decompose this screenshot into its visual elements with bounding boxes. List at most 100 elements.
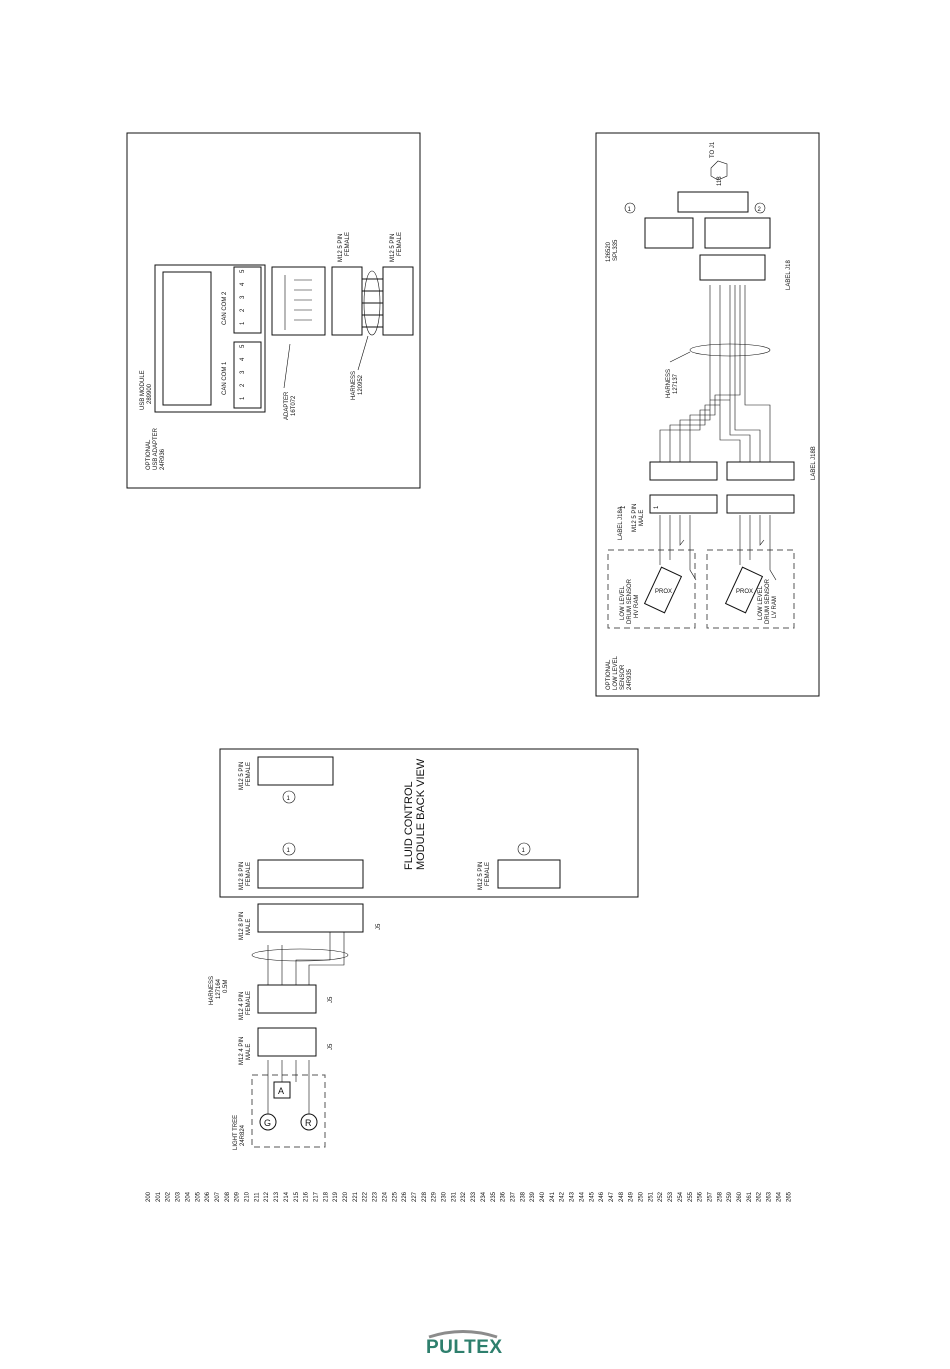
line-number: 235 (491, 1191, 497, 1202)
line-number: 264 (776, 1191, 782, 1202)
line-number: 257 (707, 1191, 713, 1202)
callout-118-text: 118 (717, 176, 723, 186)
hv-prox-sensor (643, 566, 683, 614)
fluid-callout-c (517, 842, 531, 856)
line-number: 251 (648, 1191, 654, 1202)
fluid-m12-5-female (257, 756, 334, 786)
line-number: 260 (737, 1191, 743, 1202)
adapter-connector (271, 266, 326, 336)
fluid-m12-8-female (257, 859, 364, 889)
line-number: 209 (235, 1191, 241, 1202)
light-tree-box (251, 1074, 326, 1148)
callout-2-text: 2 (758, 207, 762, 213)
sensor-harness-label: HARNESS (666, 369, 672, 398)
callout-118 (710, 160, 728, 181)
pin: 5 (240, 344, 246, 348)
lt-harness-part: 127164 (216, 978, 222, 999)
line-number: 246 (599, 1191, 605, 1202)
line-number: 238 (520, 1191, 526, 1202)
usb-optional-line2: USB ADAPTER (153, 427, 159, 470)
line-number: 230 (442, 1191, 448, 1202)
label-j18a: LABEL J18A (618, 506, 624, 540)
line-number: 217 (313, 1191, 319, 1202)
m12-female-a-type: FEMALE (345, 232, 351, 256)
line-number: 214 (284, 1191, 290, 1202)
hv-sensor-line1: LOW LEVEL (620, 585, 626, 620)
line-number: 226 (402, 1191, 408, 1202)
hv-sensor-line2: DRUM SENSOR (627, 578, 633, 624)
lv-prox-text: PROX (736, 589, 753, 595)
line-number: 203 (176, 1191, 182, 1202)
pin: 1 (240, 396, 246, 400)
line-number: 215 (294, 1191, 300, 1202)
m12-male-type: MALE (639, 510, 645, 526)
m12-male-label: M12 5 PIN (632, 504, 638, 532)
fluid-callout-a-text: 1 (287, 796, 291, 802)
fluid-callout-a (282, 790, 296, 804)
sensor-harness-part: 127137 (673, 373, 679, 394)
logo-arc (428, 1330, 498, 1339)
line-number: 228 (422, 1191, 428, 1202)
callout-1 (624, 202, 636, 214)
m12-4-female-type: FEMALE (246, 991, 252, 1015)
line-number: 204 (185, 1191, 191, 1202)
line-number: 208 (225, 1191, 231, 1202)
pin: 3 (240, 295, 246, 299)
line-number: 232 (461, 1191, 467, 1202)
line-number: 224 (382, 1191, 388, 1202)
line-number: 248 (619, 1191, 625, 1202)
sensor-optional-line3: SENSOR (620, 664, 626, 690)
line-number: 261 (747, 1191, 753, 1202)
lv-prox-sensor (724, 566, 764, 614)
callout-2 (754, 202, 766, 214)
sensor-harness-ellipse (689, 343, 771, 357)
label-j18: LABEL J18 (786, 260, 792, 290)
fluid-8f-label: M12 8 PIN (239, 862, 245, 890)
line-number: 242 (560, 1191, 566, 1202)
lv-sensor-box (706, 549, 795, 629)
hv-sensor-box (607, 549, 696, 629)
lv-sensor-line3: LV RAM (772, 596, 778, 618)
line-number: 219 (333, 1191, 339, 1202)
hv-male-connector (649, 494, 718, 514)
sensor-optional-line1: OPTIONAL (606, 659, 612, 690)
harness-part: 120952 (358, 374, 364, 395)
usb-module-window (162, 271, 212, 406)
usb-module-label: USB MODULE (140, 370, 146, 410)
lv-female-connector (726, 461, 795, 481)
fluid-callout-b (282, 842, 296, 856)
adapter-label: ADAPTER (284, 391, 290, 420)
line-number: 210 (245, 1191, 251, 1202)
line-number: 225 (392, 1191, 398, 1202)
sensor-optional-line2: LOW LEVEL (613, 655, 619, 690)
line-number: 250 (639, 1191, 645, 1202)
fluid-8f-type: FEMALE (246, 862, 252, 886)
line-number: 236 (501, 1191, 507, 1202)
m12-4-female (257, 984, 317, 1014)
fluid-5fb-label: M12 5 PIN (478, 862, 484, 890)
line-number: 207 (215, 1191, 221, 1202)
adapter-leader (283, 343, 291, 389)
light-tree: LIGHT TREE 24R824 G A R M12 4 PIN MALE M… (209, 903, 382, 1150)
spl-part-number: 126520 (606, 241, 612, 262)
line-number: 223 (373, 1191, 379, 1202)
line-number: 255 (688, 1191, 694, 1202)
hv-female-connector (649, 461, 718, 481)
line-number: 247 (609, 1191, 615, 1202)
pin: 1 (621, 505, 627, 509)
usb-module-part: 289900 (147, 383, 153, 404)
line-number: 253 (668, 1191, 674, 1202)
pin: 2 (240, 383, 246, 387)
fluid-5fb-type: FEMALE (485, 862, 491, 886)
line-number: 216 (304, 1191, 310, 1202)
m12-female-a-label: M12 5 PIN (338, 234, 344, 262)
line-number: 262 (757, 1191, 763, 1202)
pin: 2 (240, 308, 246, 312)
spl-right-connector (704, 217, 771, 249)
j5-label-b: J5 (328, 996, 334, 1003)
to-j1-label: TO J1 (710, 141, 716, 158)
line-number: 221 (353, 1191, 359, 1202)
harness-label: HARNESS (351, 371, 357, 400)
sensor-panel: OPTIONAL LOW LEVEL SENSOR 24R935 LOW LEV… (595, 132, 820, 697)
usb-optional-line3: 24R936 (160, 448, 166, 470)
